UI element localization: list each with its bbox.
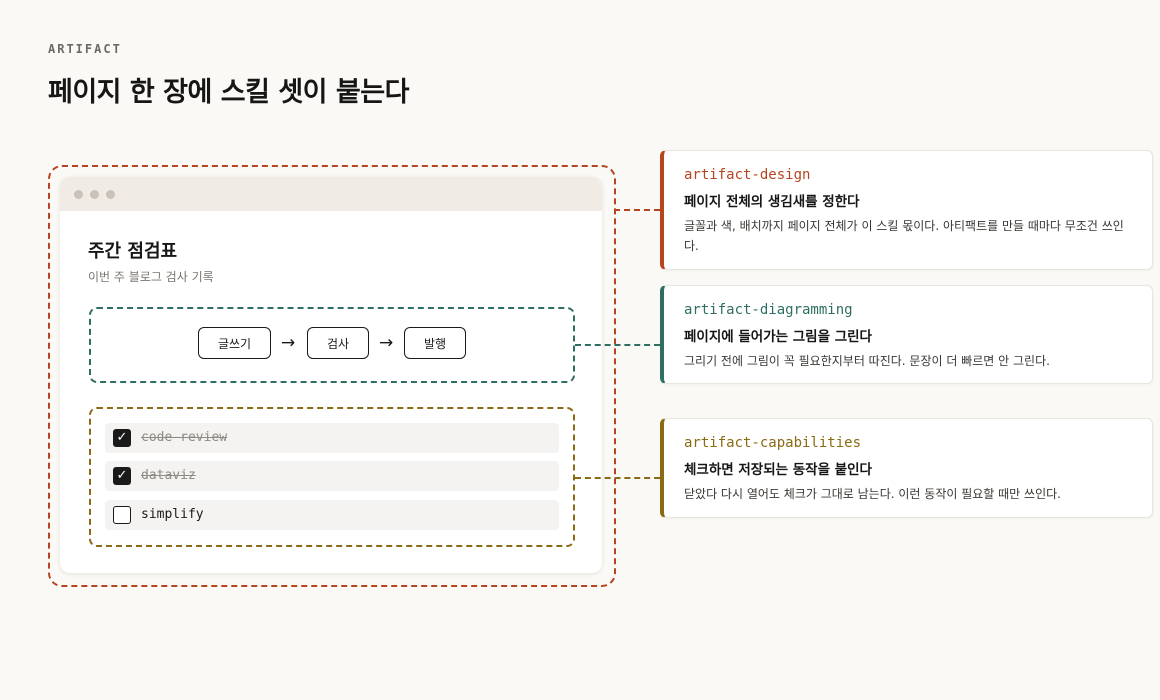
skill-name: artifact-diagramming <box>684 302 853 318</box>
annotation-card-diagramming: artifact-diagramming 페이지에 들어가는 그림을 그린다 그… <box>660 285 1153 384</box>
window-dot-icon <box>106 190 115 199</box>
skill-heading: 페이지에 들어가는 그림을 그린다 <box>684 329 872 345</box>
annotation-card-capabilities: artifact-capabilities 체크하면 저장되는 동작을 붙인다 … <box>660 418 1153 518</box>
checked-checkbox[interactable]: ✓ <box>113 429 131 447</box>
checklist-item[interactable]: simplify <box>105 500 559 530</box>
diagramming-connector <box>575 344 660 346</box>
skill-description: 그리기 전에 그림이 꼭 필요한지부터 따진다. 문장이 더 빠르면 안 그린다… <box>684 354 1050 368</box>
mock-page-subtitle: 이번 주 블로그 검사 기록 <box>88 270 214 284</box>
checked-checkbox[interactable]: ✓ <box>113 467 131 485</box>
window-dot-icon <box>74 190 83 199</box>
flow-step-write: 글쓰기 <box>198 327 271 359</box>
flow-step-publish: 발행 <box>404 327 466 359</box>
capabilities-frame <box>89 407 575 547</box>
capabilities-connector <box>575 477 660 479</box>
window-title-bar <box>60 177 602 211</box>
skill-heading: 체크하면 저장되는 동작을 붙인다 <box>684 462 872 478</box>
annotation-card-design: artifact-design 페이지 전체의 생김새를 정한다 글꼴과 색, … <box>660 150 1153 270</box>
mock-page-title: 주간 점검표 <box>88 241 178 262</box>
flow-arrow-icon: → <box>379 333 394 353</box>
window-dot-icon <box>90 190 99 199</box>
skill-description: 닫았다 다시 열어도 체크가 그대로 남는다. 이런 동작이 필요할 때만 쓰인… <box>684 487 1061 501</box>
eyebrow-label: ARTIFACT <box>48 42 122 56</box>
checklist-item-label: simplify <box>141 507 204 522</box>
skill-name: artifact-design <box>684 167 811 183</box>
flow-step-check: 검사 <box>307 327 369 359</box>
skill-name: artifact-capabilities <box>684 435 862 451</box>
skill-heading: 페이지 전체의 생김새를 정한다 <box>684 194 860 210</box>
checklist-item-label: dataviz <box>141 468 196 483</box>
flow-arrow-icon: → <box>281 333 296 353</box>
checklist-item[interactable]: ✓ dataviz <box>105 461 559 491</box>
diagram-frame <box>89 307 575 383</box>
design-connector <box>614 209 660 211</box>
checklist-item[interactable]: ✓ code-review <box>105 423 559 453</box>
skill-description: 글꼴과 색, 배치까지 페이지 전체가 이 스킬 몫이다. 아티팩트를 만들 때… <box>684 219 1124 253</box>
unchecked-checkbox[interactable] <box>113 506 131 524</box>
checklist-item-label: code-review <box>141 430 228 445</box>
page-title: 페이지 한 장에 스킬 셋이 붙는다 <box>48 77 409 108</box>
design-frame <box>48 165 616 587</box>
